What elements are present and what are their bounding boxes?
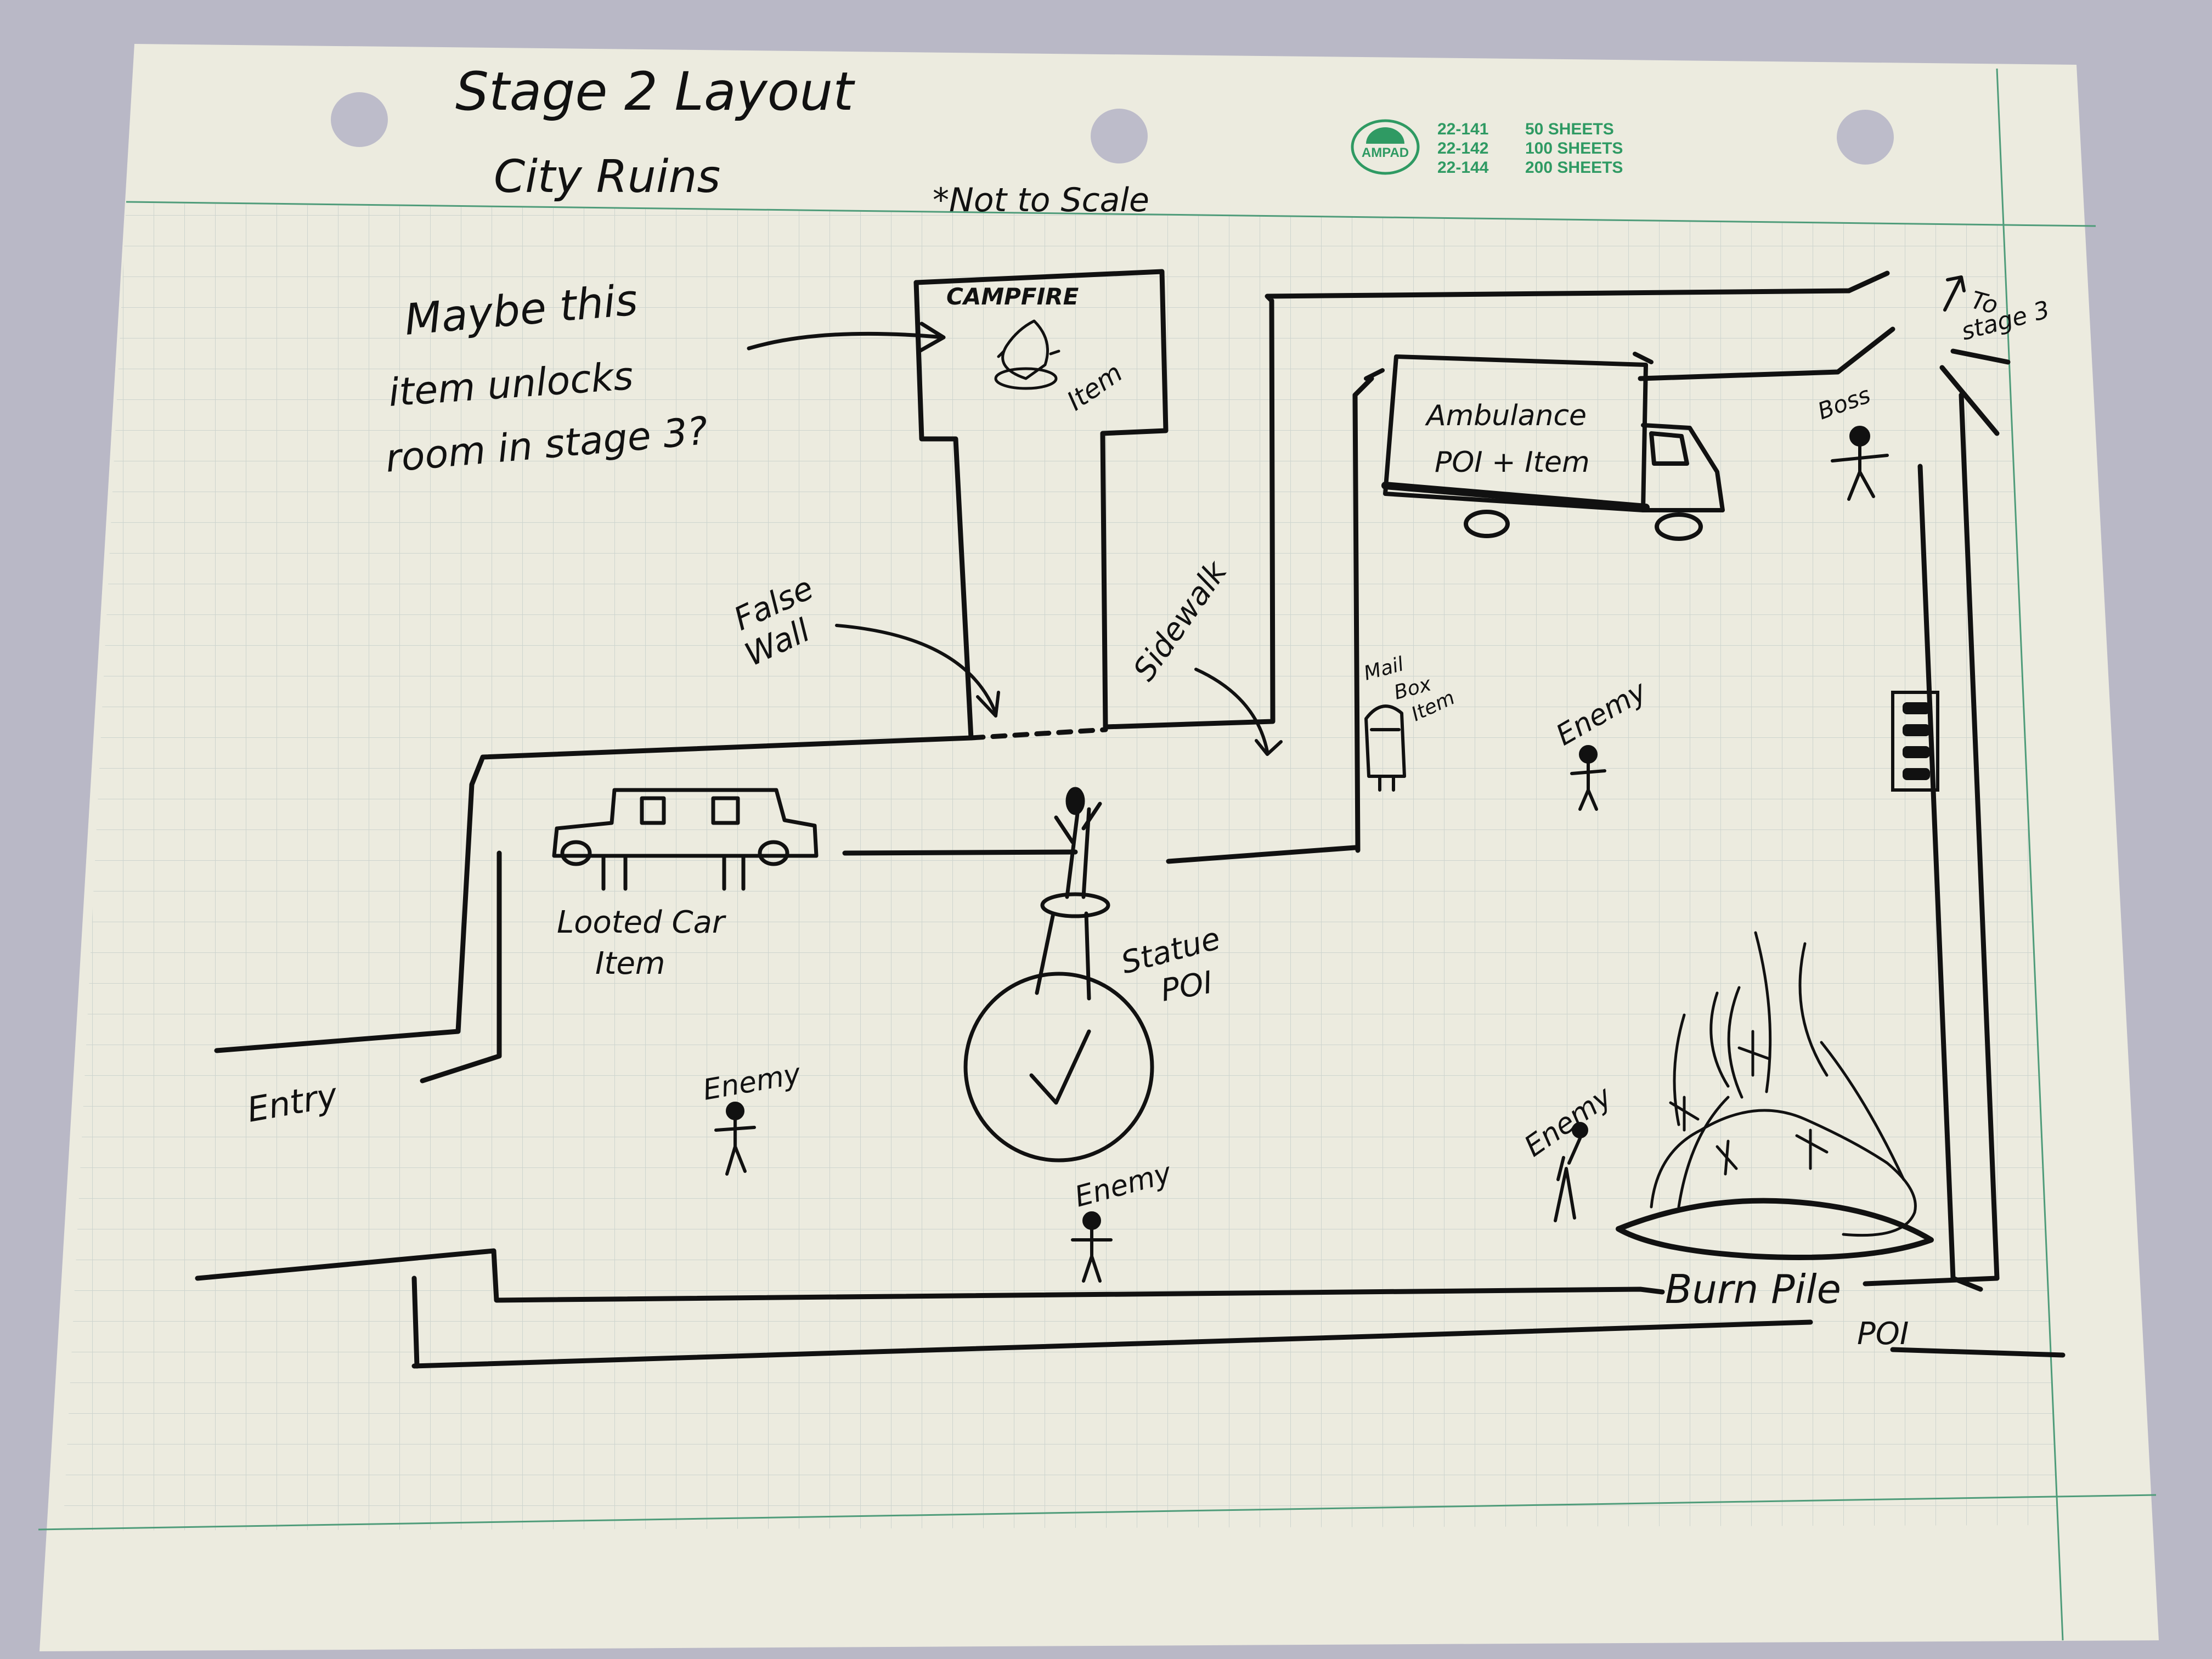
enemy-figure bbox=[1570, 745, 1606, 811]
mailbox-icon bbox=[1364, 704, 1406, 792]
boss-figure bbox=[1831, 426, 1889, 501]
scale-note: *Not to Scale bbox=[933, 181, 1149, 219]
ampad-sheets: 50 SHEETS bbox=[1525, 120, 1614, 138]
page-title: Stage 2 Layout bbox=[455, 61, 855, 122]
ampad-code: 22-144 bbox=[1437, 159, 1489, 177]
campfire-label: CAMPFIRE bbox=[946, 283, 1079, 310]
burn-pile-label: Burn Pile bbox=[1665, 1266, 1841, 1312]
note-arrow bbox=[747, 321, 946, 353]
grid-area bbox=[63, 203, 2057, 1531]
bottom-margin-line bbox=[38, 1494, 2157, 1531]
ampad-code: 22-142 bbox=[1437, 139, 1488, 157]
burn-pile-icon bbox=[1616, 931, 1934, 1260]
looted-car-label: Item bbox=[595, 946, 665, 981]
ampad-sheets: 100 SHEETS bbox=[1525, 139, 1623, 157]
enemy-figure bbox=[1554, 1122, 1588, 1222]
ampad-sheet-counts: 22-141 50 SHEETS 22-142 100 SHEETS 22-14… bbox=[1437, 120, 1623, 177]
ampad-logo: AMPAD bbox=[1351, 119, 1420, 175]
to-stage-arrow bbox=[1943, 275, 1966, 312]
campfire-icon bbox=[994, 319, 1060, 390]
ambulance-label: Ambulance bbox=[1425, 399, 1587, 432]
traffic-light-icon bbox=[1891, 691, 1939, 792]
punch-hole bbox=[1091, 109, 1148, 163]
top-margin-line bbox=[126, 201, 2096, 227]
ampad-logo-text: AMPAD bbox=[1362, 145, 1409, 160]
looted-car-icon bbox=[552, 788, 819, 891]
enemy-figure bbox=[1071, 1211, 1113, 1283]
looted-car-label: Looted Car bbox=[557, 905, 726, 940]
statue-label: POI bbox=[1158, 964, 1215, 1008]
ampad-code: 22-141 bbox=[1437, 120, 1488, 138]
statue-icon bbox=[963, 787, 1154, 1163]
right-margin-line bbox=[1996, 68, 2064, 1641]
false-wall-arrow bbox=[835, 624, 1000, 718]
sidewalk-arrow bbox=[1194, 668, 1283, 756]
punch-hole bbox=[331, 92, 388, 147]
ambulance-icon bbox=[1364, 352, 1725, 541]
punch-hole bbox=[1837, 110, 1894, 165]
ambulance-label: POI + Item bbox=[1435, 446, 1590, 479]
enemy-figure bbox=[714, 1102, 756, 1176]
map-walls bbox=[195, 269, 2066, 1369]
page-subtitle: City Ruins bbox=[494, 151, 720, 203]
burn-pile-label: POI bbox=[1857, 1316, 1909, 1352]
ampad-sheets: 200 SHEETS bbox=[1525, 159, 1623, 177]
